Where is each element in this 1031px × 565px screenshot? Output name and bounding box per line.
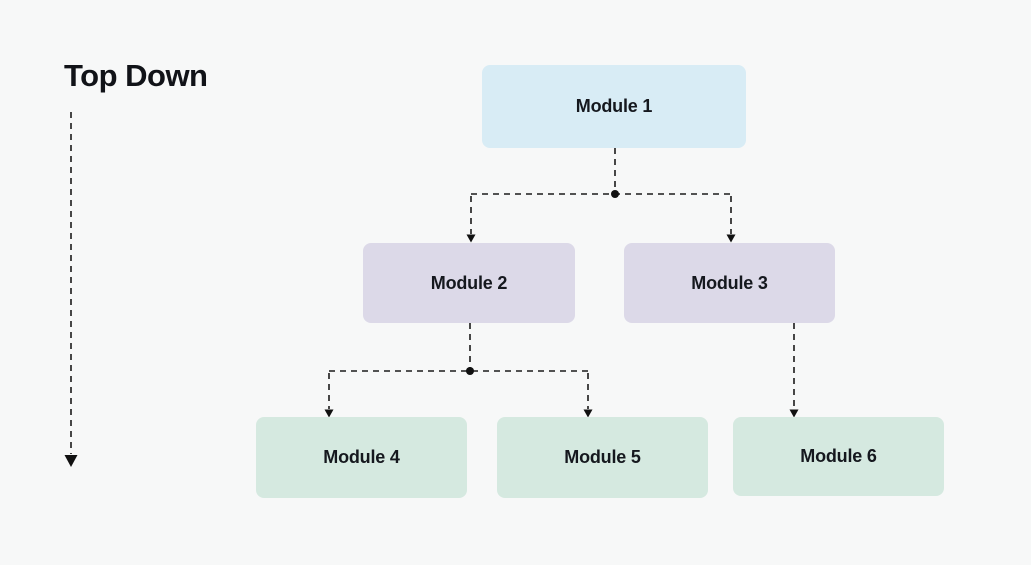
node-module-3: Module 3 <box>624 243 835 323</box>
node-label: Module 4 <box>323 447 400 467</box>
node-module-1: Module 1 <box>482 65 746 148</box>
node-label: Module 5 <box>564 447 641 467</box>
junction-dot <box>466 367 474 375</box>
arrowhead-into-module2-icon <box>466 234 476 243</box>
node-module-2: Module 2 <box>363 243 575 323</box>
node-label: Module 6 <box>800 446 877 466</box>
node-label: Module 3 <box>691 272 768 293</box>
junction-dot <box>611 190 619 198</box>
node-label: Module 1 <box>575 96 653 116</box>
node-module-5: Module 5 <box>497 417 708 498</box>
down-arrow-icon <box>64 455 78 467</box>
page-title: Top Down <box>64 58 208 93</box>
arrowhead-into-module3-icon <box>726 234 736 243</box>
node-module-6: Module 6 <box>733 417 944 496</box>
node-label: Module 2 <box>430 272 508 293</box>
node-module-4: Module 4 <box>256 417 467 498</box>
